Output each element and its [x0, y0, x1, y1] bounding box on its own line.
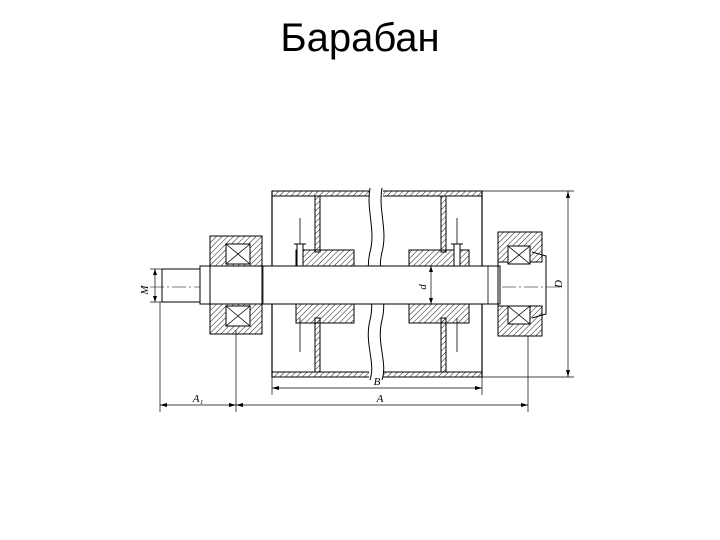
dimension-lines: [150, 190, 574, 412]
right-bearing-housing: [497, 231, 547, 337]
shaft: [161, 265, 501, 305]
dimension-label-m: M: [139, 285, 151, 296]
dimension-arrows: [153, 191, 570, 407]
dimension-label-a: A: [376, 393, 384, 405]
dimension-label-a1: A₁: [192, 393, 204, 405]
dimension-label-d-small: d: [417, 284, 429, 290]
dimension-label-b: B: [374, 376, 381, 388]
slide-title: Барабан: [280, 16, 440, 60]
hub-discs: [299, 195, 458, 373]
dimension-label-d-large: D: [553, 280, 565, 289]
